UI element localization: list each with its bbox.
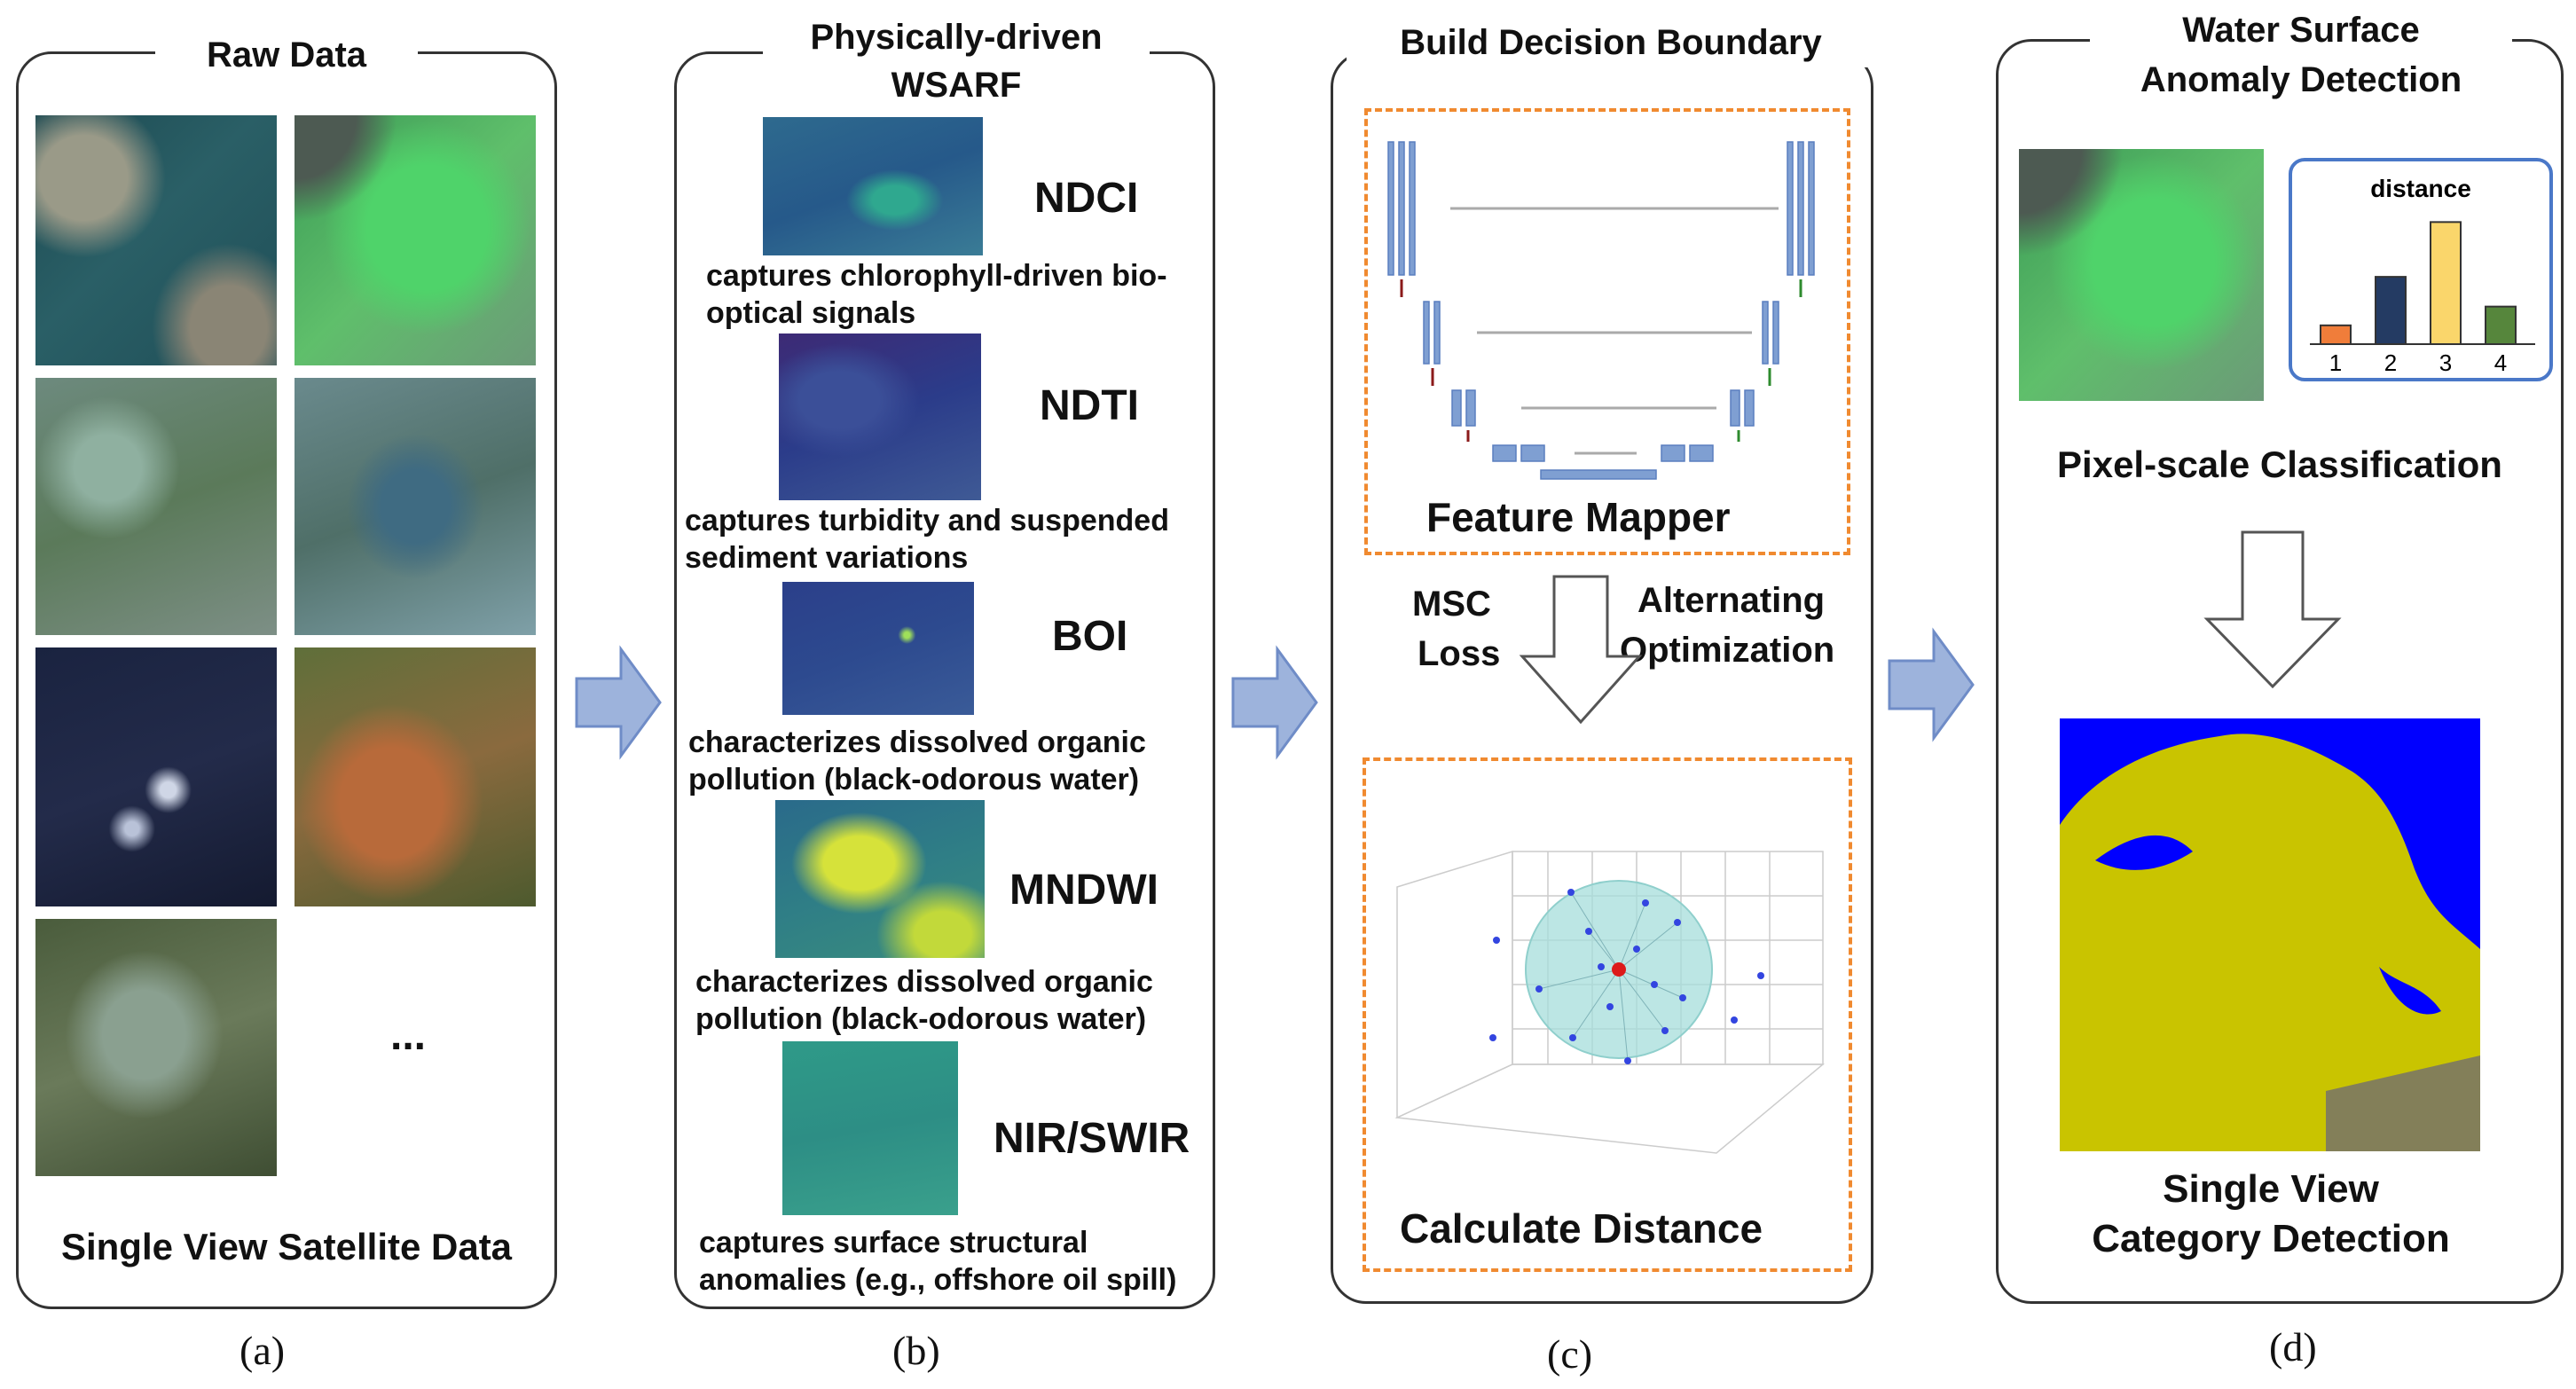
satellite-image-1 [35, 115, 277, 365]
distance-bar-chart: distance 1 2 3 4 [2310, 175, 2535, 376]
ndti-description: captures turbidity and suspended sedimen… [685, 504, 1169, 575]
nir-swir-label: NIR/SWIR [993, 1115, 1190, 1162]
panel-c-index: (c) [1547, 1331, 1593, 1377]
detected-satellite-image [2019, 149, 2264, 401]
satellite-image-7 [35, 919, 277, 1176]
distance-tick-label-1: 1 [2329, 349, 2342, 376]
ndci-label: NDCI [1034, 175, 1139, 222]
satellite-image-2 [295, 115, 536, 365]
alternating-line2: Optimization [1620, 631, 1835, 670]
feature-mapper-label: Feature Mapper [1426, 494, 1731, 540]
alternating-line1: Alternating [1637, 581, 1826, 620]
chart-title: distance [2370, 175, 2471, 202]
mndwi-index-image [775, 800, 985, 958]
ndti-index-image [779, 334, 981, 500]
arrow-down-icon [2203, 530, 2342, 689]
arrow-right-icon [575, 645, 662, 760]
hypersphere-plot [1394, 850, 1826, 1154]
calculate-distance-label: Calculate Distance [1400, 1205, 1763, 1252]
panel-b-title-line2: WSARF [891, 66, 1022, 105]
satellite-image-3 [35, 378, 277, 635]
distance-tick-label-2: 2 [2384, 349, 2397, 376]
unet-diagram [1387, 141, 1815, 480]
distance-tick-label-4: 4 [2494, 349, 2507, 376]
arrow-right-icon [1888, 627, 1975, 742]
ndci-index-image [763, 117, 983, 255]
panel-a-caption: Single View Satellite Data [60, 1226, 513, 1267]
mndwi-label: MNDWI [1009, 867, 1158, 914]
satellite-image-4 [295, 378, 536, 635]
distance-tick-label-3: 3 [2439, 349, 2452, 376]
panel-b-index: (b) [892, 1328, 940, 1373]
boi-description: characterizes dissolved organic pollutio… [688, 726, 1146, 797]
distance-bar-3 [2430, 221, 2462, 346]
arrow-down-icon [1519, 575, 1643, 725]
boi-label: BOI [1052, 613, 1128, 660]
panel-d-caption-line2: Category Detection [2092, 1217, 2450, 1260]
boi-index-image [782, 582, 974, 715]
arrow-right-icon [1231, 645, 1318, 760]
panel-d-index: (d) [2269, 1324, 2317, 1369]
more-images-ellipsis: ... [390, 1012, 427, 1059]
panel-c-title: Build Decision Boundary [1347, 18, 1875, 67]
nir-swir-index-image [782, 1041, 958, 1215]
feature-mapper-box [1364, 108, 1850, 555]
distance-bar-4 [2485, 305, 2517, 346]
satellite-image-6 [295, 647, 536, 906]
ndti-label: NDTI [1040, 382, 1139, 429]
msc-loss-line1: MSC [1412, 585, 1491, 624]
panel-d-title-line1: Water Surface [2090, 5, 2512, 55]
calculate-distance-box [1363, 757, 1852, 1272]
mndwi-description: characterizes dissolved organic pollutio… [695, 965, 1153, 1036]
distance-bar-2 [2375, 276, 2407, 345]
panel-d-title-line2: Anomaly Detection [2140, 60, 2462, 99]
msc-loss-line2: Loss [1418, 634, 1501, 673]
classification-map [2060, 718, 2480, 1151]
panel-b-title-line1: Physically-driven [763, 12, 1150, 62]
panel-d-caption-line1: Single View [2163, 1167, 2379, 1211]
pixel-scale-label: Pixel-scale Classification [2057, 443, 2502, 485]
nir-swir-description: captures surface structural anomalies (e… [699, 1226, 1177, 1297]
distance-bar-1 [2320, 324, 2352, 346]
panel-a-index: (a) [240, 1328, 286, 1373]
ndci-description: captures chlorophyll-driven bio-optical … [706, 259, 1167, 330]
satellite-image-5 [35, 647, 277, 906]
panel-a-title: Raw Data [155, 30, 418, 80]
